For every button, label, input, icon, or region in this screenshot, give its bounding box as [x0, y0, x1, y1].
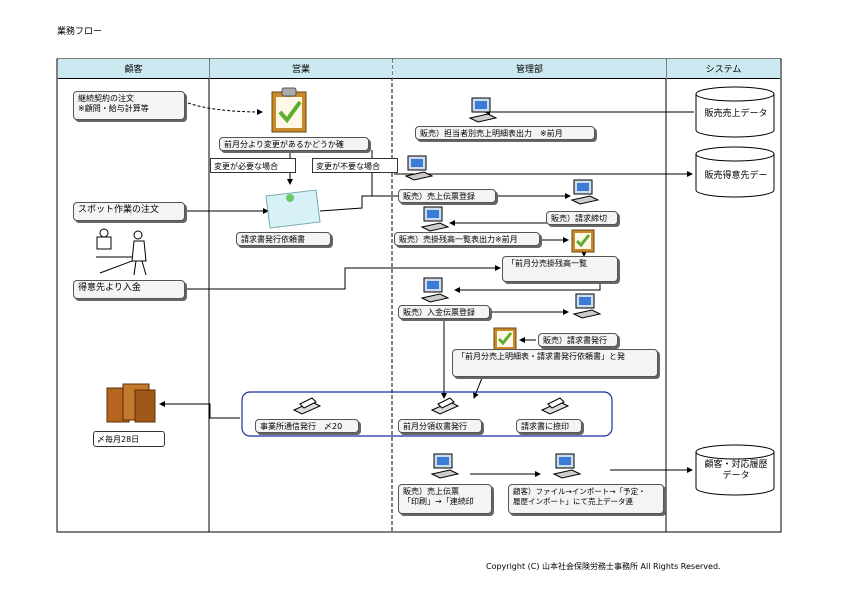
meeting-illustration [96, 228, 147, 276]
computer-icon [570, 179, 600, 205]
monthly-28-label: 〆毎月28日 [93, 431, 165, 447]
sales-data-db: 販売売上データ [704, 109, 768, 119]
database-icon [695, 444, 775, 496]
lane-header-sales: 営業 [210, 59, 392, 79]
clipboard-check-icon [571, 229, 595, 253]
payment-entry-box[interactable]: 販売）入金伝票登録 [398, 305, 490, 319]
invoice-request-box[interactable]: 請求書発行依頼書 [236, 232, 331, 246]
computer-icon [404, 155, 434, 181]
slip-print-box[interactable]: 販売）売上伝票 「印刷」→「連続印 [398, 484, 492, 514]
change-needed-label: 変更が必要な場合 [210, 158, 296, 173]
customer-data-db: 販売得意先デー [704, 171, 768, 181]
receivable-list-box[interactable]: 「前月分売掛残高一覧 [502, 256, 618, 282]
computer-icon [572, 293, 602, 319]
lane-header-admin: 管理部 [393, 59, 666, 79]
copyright: Copyright (C) 山本社会保険労務士事務所 All Rights Re… [486, 562, 721, 571]
print-group-frame [241, 391, 613, 437]
history-data-db: 顧客・対応履歴 データ [704, 460, 768, 481]
billing-close-box[interactable]: 販売）請求締切 [546, 211, 618, 225]
lane-header-customer: 顧客 [58, 59, 209, 79]
spot-order-box[interactable]: スポット作業の注文 [73, 202, 185, 221]
printer-icon [540, 397, 570, 415]
clipboard-check-icon [493, 327, 517, 351]
envelope-icon [106, 383, 156, 423]
invoice-stamp-box[interactable]: 請求書に捺印 [516, 419, 582, 433]
clipboard-check-icon [271, 87, 307, 133]
lane-header-system: システム [667, 59, 780, 79]
sales-detail-output-box[interactable]: 販売）担当者別売上明細表出力 ※前月 [415, 126, 595, 140]
database-icon [695, 86, 775, 138]
database-icon [695, 146, 775, 198]
printer-icon [292, 397, 322, 415]
page-title: 業務フロー [57, 27, 103, 37]
receivable-output-box[interactable]: 販売）売掛残高一覧表出力※前月 [394, 232, 540, 246]
import-box[interactable]: 顧客）ファイル→インポート→「予定・ 履歴インポート」にて売上データ連 [508, 484, 664, 514]
memo-note-icon [265, 189, 321, 229]
check-change-box[interactable]: 前月分より変更があるかどうか確 [219, 137, 369, 151]
contract-order-box[interactable]: 継続契約の注文 ※顧問・給与計算等 [73, 91, 185, 120]
computer-icon [420, 277, 450, 303]
sales-entry-box[interactable]: 販売）売上伝票登録 [398, 189, 496, 203]
computer-icon [468, 97, 498, 123]
computer-icon [430, 453, 460, 479]
detail-request-box[interactable]: 「前月分売上明細表・請求書発行依頼書」と発 [452, 349, 658, 377]
computer-icon [420, 206, 450, 232]
payment-box[interactable]: 得意先より入金 [73, 280, 185, 299]
printer-icon [430, 397, 460, 415]
office-notice-box[interactable]: 事業所通信発行 〆20 [255, 419, 359, 433]
receipt-issue-box[interactable]: 前月分領収書発行 [398, 419, 482, 433]
invoice-issue-box[interactable]: 販売）請求書発行 [538, 333, 618, 347]
computer-icon [552, 453, 582, 479]
change-not-needed-label: 変更が不要な場合 [312, 158, 398, 173]
